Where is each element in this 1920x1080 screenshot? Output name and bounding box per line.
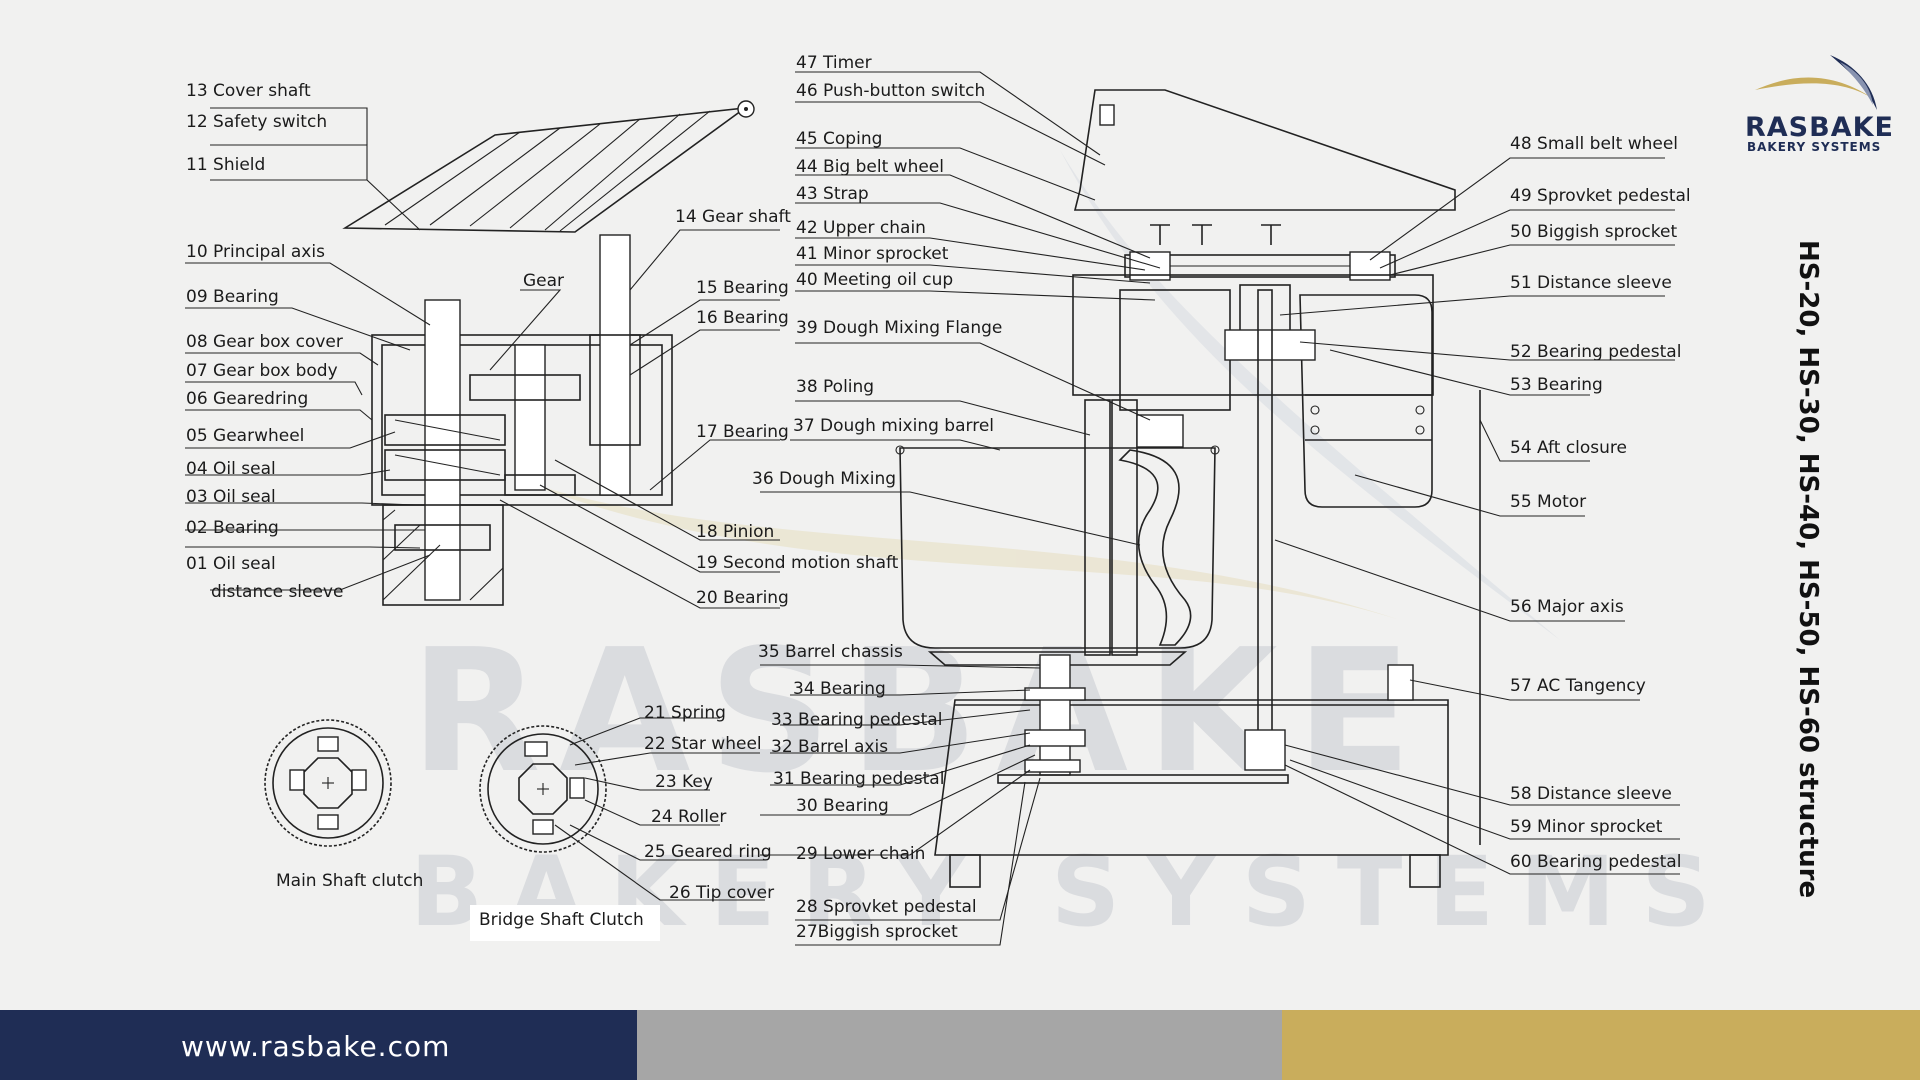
label-30-bearing: 30 Bearing — [796, 796, 889, 816]
gearbox-drawing — [371, 234, 673, 606]
shield-drawing — [342, 100, 755, 233]
label-05-gearwheel: 05 Gearwheel — [186, 426, 304, 446]
label-41-minor-sprocket: 41 Minor sprocket — [796, 244, 949, 264]
label-24-roller: 24 Roller — [651, 807, 726, 827]
label-39-dough-mixing-flange: 39 Dough Mixing Flange — [796, 318, 1002, 338]
label-56-major-axis: 56 Major axis — [1510, 597, 1624, 617]
label-06-gearedring: 06 Gearedring — [186, 389, 308, 409]
label-gear: Gear — [523, 271, 564, 291]
label-59-minor-sprocket: 59 Minor sprocket — [1510, 817, 1663, 837]
footer-navy-segment: www.rasbake.com — [0, 1010, 637, 1080]
logo-tagline: BAKERY SYSTEMS — [1747, 140, 1882, 154]
label-37-dough-mixing-barrel: 37 Dough mixing barrel — [793, 416, 994, 436]
footer-url-link[interactable]: www.rasbake.com — [181, 1030, 451, 1063]
logo-name: RASBAKE — [1745, 112, 1894, 143]
label-58-distance-sleeve: 58 Distance sleeve — [1510, 784, 1672, 804]
bridge-shaft-clutch-drawing — [479, 725, 607, 853]
label-51-distance-sleeve: 51 Distance sleeve — [1510, 273, 1672, 293]
label-16-bearing: 16 Bearing — [696, 308, 789, 328]
label-43-strap: 43 Strap — [796, 184, 869, 204]
footer-gold-segment — [1282, 1010, 1920, 1080]
label-08-gear-box-cover: 08 Gear box cover — [186, 332, 343, 352]
main-shaft-clutch-drawing — [264, 719, 392, 847]
watermark-swoosh — [520, 150, 1560, 640]
footer-gray-segment — [637, 1010, 1282, 1080]
label-27-biggish-sprocket: 27Biggish sprocket — [796, 922, 958, 942]
label-55-motor: 55 Motor — [1510, 492, 1586, 512]
label-28-sprovket-pedestal: 28 Sprovket pedestal — [796, 897, 977, 917]
label-20-bearing: 20 Bearing — [696, 588, 789, 608]
label-33-bearing-pedestal: 33 Bearing pedestal — [771, 710, 942, 730]
label-14-gear-shaft: 14 Gear shaft — [675, 207, 791, 227]
label-07-gear-box-body: 07 Gear box body — [186, 361, 338, 381]
label-48-small-belt-wheel: 48 Small belt wheel — [1510, 134, 1678, 154]
label-04-oil-seal: 04 Oil seal — [186, 459, 276, 479]
label-03-oil-seal: 03 Oil seal — [186, 487, 276, 507]
label-42-upper-chain: 42 Upper chain — [796, 218, 926, 238]
label-22-star-wheel: 22 Star wheel — [644, 734, 762, 754]
label-19-second-motion-shaft: 19 Second motion shaft — [696, 553, 899, 573]
label-35-barrel-chassis: 35 Barrel chassis — [758, 642, 903, 662]
label-34-bearing: 34 Bearing — [793, 679, 886, 699]
label-53-bearing: 53 Bearing — [1510, 375, 1603, 395]
leader-lines — [185, 71, 1680, 946]
label-40-meeting-oil-cup: 40 Meeting oil cup — [796, 270, 953, 290]
label-45-coping: 45 Coping — [796, 129, 882, 149]
logo-swoosh-icon — [1755, 55, 1877, 110]
label-49-sprovket-pedestal: 49 Sprovket pedestal — [1510, 186, 1691, 206]
label-50-biggish-sprocket: 50 Biggish sprocket — [1510, 222, 1677, 242]
label-main-shaft-clutch: Main Shaft clutch — [276, 871, 423, 891]
label-bridge-shaft-clutch: Bridge Shaft Clutch — [479, 910, 644, 930]
bridge-clutch-label-box — [470, 905, 660, 941]
page-title: HS-20, HS-30, HS-40, HS-50, HS-60 struct… — [1793, 240, 1823, 898]
footer-bar: www.rasbake.com — [0, 1010, 1920, 1080]
label-09-bearing: 09 Bearing — [186, 287, 279, 307]
label-52-bearing-pedestal: 52 Bearing pedestal — [1510, 342, 1681, 362]
label-36-dough-mixing: 36 Dough Mixing — [752, 469, 896, 489]
label-47-timer: 47 Timer — [796, 53, 872, 73]
mixer-drawing — [895, 89, 1481, 888]
label-01-oil-seal: 01 Oil seal — [186, 554, 276, 574]
label-57-ac-tangency: 57 AC Tangency — [1510, 676, 1646, 696]
label-13-cover-shaft: 13 Cover shaft — [186, 81, 311, 101]
label-01-distance-sleeve: distance sleeve — [211, 582, 343, 602]
label-31-bearing-pedestal: 31 Bearing pedestal — [773, 769, 944, 789]
label-10-principal-axis: 10 Principal axis — [186, 242, 325, 262]
label-12-safety-switch: 12 Safety switch — [186, 112, 327, 132]
label-17-bearing: 17 Bearing — [696, 422, 789, 442]
label-26-tip-cover: 26 Tip cover — [669, 883, 774, 903]
label-11-shield: 11 Shield — [186, 155, 265, 175]
label-15-bearing: 15 Bearing — [696, 278, 789, 298]
label-21-spring: 21 Spring — [644, 703, 726, 723]
label-02-bearing: 02 Bearing — [186, 518, 279, 538]
label-60-bearing-pedestal: 60 Bearing pedestal — [1510, 852, 1681, 872]
rasbake-logo: RASBAKE BAKERY SYSTEMS — [1735, 50, 1893, 160]
label-18-pinion: 18 Pinion — [696, 522, 774, 542]
label-32-barrel-axis: 32 Barrel axis — [771, 737, 888, 757]
label-54-aft-closure: 54 Aft closure — [1510, 438, 1627, 458]
label-25-geared-ring: 25 Geared ring — [644, 842, 772, 862]
label-46-push-button-switch: 46 Push-button switch — [796, 81, 985, 101]
label-23-key: 23 Key — [655, 772, 713, 792]
label-29-lower-chain: 29 Lower chain — [796, 844, 925, 864]
label-44-big-belt-wheel: 44 Big belt wheel — [796, 157, 944, 177]
label-38-poling: 38 Poling — [796, 377, 874, 397]
